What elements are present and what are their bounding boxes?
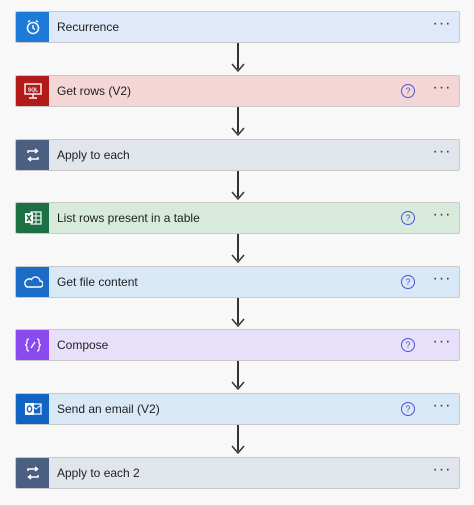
step-title: Get file content	[57, 275, 138, 289]
step-title: Compose	[57, 338, 109, 352]
recurrence-icon	[16, 12, 49, 42]
onedrive-icon	[16, 267, 49, 297]
step-title: Apply to each 2	[57, 466, 140, 480]
more-options-icon[interactable]: ···	[432, 397, 452, 414]
arrow-connector	[231, 107, 245, 138]
help-icon[interactable]: ?	[401, 338, 415, 352]
more-options-icon[interactable]: ···	[432, 461, 452, 478]
outlook-icon	[16, 394, 49, 424]
arrow-connector	[231, 171, 245, 202]
step-apply-to-each-2[interactable]: Apply to each 2 ···	[15, 457, 460, 489]
arrow-connector	[231, 43, 245, 74]
step-list-rows[interactable]: List rows present in a table ? ···	[15, 202, 460, 234]
loop-icon	[16, 458, 49, 488]
sql-server-icon: SQL	[16, 76, 49, 106]
help-icon[interactable]: ?	[401, 211, 415, 225]
arrow-connector	[231, 298, 245, 329]
more-options-icon[interactable]: ···	[432, 333, 452, 350]
step-title: Get rows (V2)	[57, 84, 132, 98]
step-get-file-content[interactable]: Get file content ? ···	[15, 266, 460, 298]
arrow-connector	[231, 361, 245, 392]
step-get-rows[interactable]: SQL Get rows (V2) ? ···	[15, 75, 460, 107]
more-options-icon[interactable]: ···	[432, 206, 452, 223]
more-options-icon[interactable]: ···	[432, 79, 452, 96]
help-icon[interactable]: ?	[401, 275, 415, 289]
step-title: List rows present in a table	[57, 211, 200, 225]
more-options-icon[interactable]: ···	[432, 15, 452, 32]
step-title: Recurrence	[57, 20, 120, 34]
loop-icon	[16, 140, 49, 170]
more-options-icon[interactable]: ···	[432, 143, 452, 160]
help-icon[interactable]: ?	[401, 402, 415, 416]
arrow-connector	[231, 425, 245, 456]
more-options-icon[interactable]: ···	[432, 270, 452, 287]
step-recurrence[interactable]: Recurrence ···	[15, 11, 460, 43]
step-title: Apply to each	[57, 148, 130, 162]
compose-icon	[16, 330, 49, 360]
excel-icon	[16, 203, 49, 233]
step-send-email[interactable]: Send an email (V2) ? ···	[15, 393, 460, 425]
step-compose[interactable]: Compose ? ···	[15, 329, 460, 361]
step-title: Send an email (V2)	[57, 402, 160, 416]
step-apply-to-each[interactable]: Apply to each ···	[15, 139, 460, 171]
arrow-connector	[231, 234, 245, 265]
help-icon[interactable]: ?	[401, 84, 415, 98]
svg-text:SQL: SQL	[27, 88, 37, 94]
